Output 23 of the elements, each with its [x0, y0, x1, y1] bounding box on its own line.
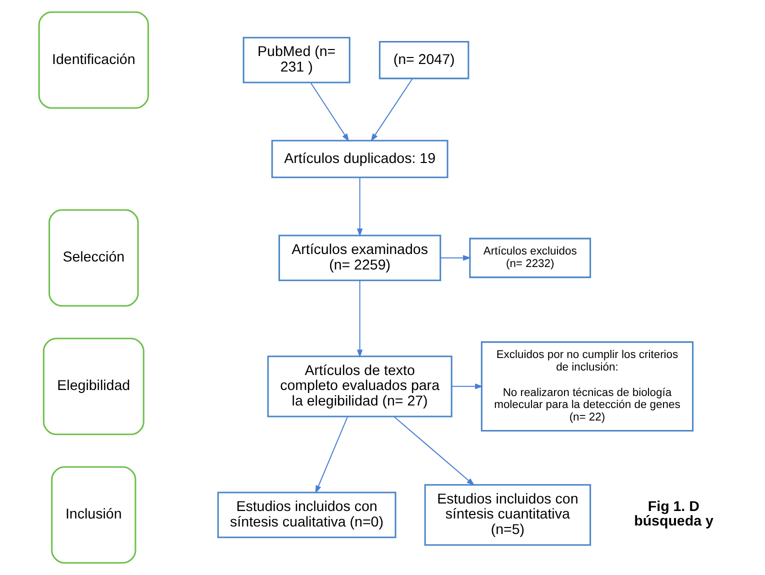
- arrow: [310, 82, 350, 142]
- node-box: (n= 2047): [378, 40, 470, 80]
- label: búsqueda y: [634, 513, 714, 530]
- arrow: [356, 178, 363, 237]
- node-box: Inclusión: [51, 466, 136, 564]
- node-box: Artículos duplicados: 19: [271, 140, 448, 178]
- arrow: [452, 384, 484, 390]
- node-box: Estudios incluidos con síntesis cuantitativa (n=5): [424, 484, 592, 546]
- node-box: Artículos de texto completo evaluados para la elegibilidad (n= 27): [267, 356, 452, 418]
- arrow: [440, 255, 472, 261]
- node-box: Artículos examinados (n= 2259): [278, 234, 442, 282]
- node-box: Estudios incluidos con síntesis cualitativa (n=0): [217, 492, 396, 538]
- node-box: Selección: [48, 209, 139, 307]
- label: Fig 1. D: [648, 499, 700, 516]
- node-box: Elegibilidad: [42, 338, 144, 436]
- arrow: [394, 416, 475, 486]
- node-box: Identificación: [38, 11, 149, 109]
- node-box: Excluidos por no cumplir los criterios de inclusión: No realizaron técnicas de biología molecular para la detección de genes (n= 22): [480, 341, 694, 432]
- arrow: [315, 416, 348, 494]
- node-box: Artículos excluidos (n= 2232): [469, 238, 592, 278]
- arrow: [356, 280, 363, 358]
- arrow: [370, 78, 413, 142]
- node-box: PubMed (n= 231 ): [242, 36, 350, 84]
